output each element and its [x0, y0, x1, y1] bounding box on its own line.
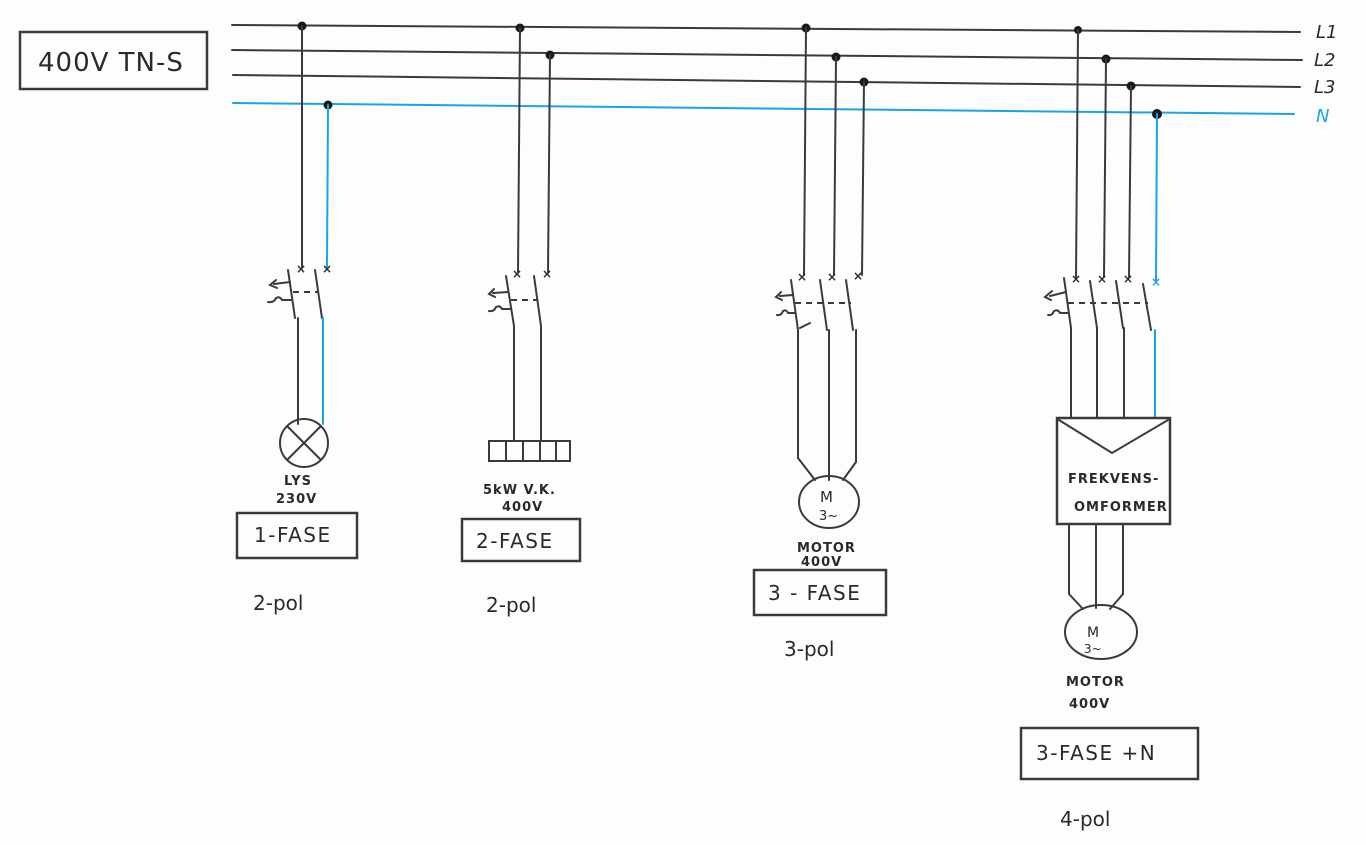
bus-label-l3: L3 — [1314, 77, 1335, 98]
svg-text:×: × — [322, 262, 332, 276]
svg-text:3~: 3~ — [1084, 642, 1102, 656]
converter-label: FREKVENS- — [1068, 472, 1159, 487]
load-voltage: 400V — [1069, 697, 1110, 712]
circuit-vk: × × 5kW V.K. 400V 2-FASE 2-pol — [460, 23, 582, 617]
system-title: 400V TN-S — [38, 48, 184, 78]
load-label: LYS — [284, 474, 312, 489]
lamp-symbol — [279, 418, 329, 468]
bus-n — [232, 102, 1295, 115]
breaker-2-pole: × × — [487, 267, 552, 327]
breaker-3-pole: × × × — [774, 269, 863, 331]
bus-l2 — [231, 49, 1303, 61]
svg-text:3~: 3~ — [819, 509, 838, 524]
converter-label-2: OMFORMER — [1074, 500, 1168, 515]
circuit-lys: × × LYS 230V 1-FASE 2-pol — [235, 21, 359, 615]
svg-text:×: × — [296, 262, 306, 276]
svg-text:×: × — [1097, 272, 1107, 286]
pole-label: 2-pol — [486, 593, 536, 617]
system-title-box: 400V TN-S — [18, 30, 209, 91]
svg-text:×: × — [1123, 272, 1133, 286]
load-label: MOTOR — [797, 541, 856, 556]
phase-label: 1-FASE — [254, 523, 332, 547]
load-label: 5kW V.K. — [483, 483, 556, 498]
circuit-vfd-motor: × × × × FREKVENS- OMFORMER — [1019, 26, 1200, 831]
pole-label: 2-pol — [253, 591, 303, 615]
bus-l1 — [231, 24, 1301, 33]
svg-text:M: M — [820, 488, 833, 506]
frequency-converter: FREKVENS- OMFORMER — [1055, 416, 1172, 526]
breaker-2-pole: × × — [267, 262, 332, 319]
svg-text:×: × — [797, 270, 807, 284]
load-voltage: 400V — [801, 555, 842, 570]
heater-symbol — [488, 440, 571, 462]
phase-box — [235, 511, 359, 560]
phase-box — [460, 517, 582, 563]
bus-l3 — [232, 74, 1301, 88]
pole-label: 4-pol — [1060, 807, 1110, 831]
svg-text:×: × — [827, 270, 837, 284]
bus-label-l1: L1 — [1316, 22, 1337, 43]
bus-label-n: N — [1316, 106, 1329, 127]
phase-box — [1019, 726, 1200, 781]
bus-label-l2: L2 — [1314, 50, 1335, 71]
load-label: MOTOR — [1066, 675, 1125, 690]
phase-box — [752, 568, 888, 617]
load-voltage: 230V — [276, 492, 317, 507]
svg-text:×: × — [1071, 272, 1081, 286]
svg-text:×: × — [542, 267, 552, 281]
breaker-4-pole: × × × × — [1043, 272, 1161, 331]
circuit-motor: × × × M 3~ MOTOR 400V 3 - FASE 3-pol — [752, 23, 888, 661]
phase-label: 3 - FASE — [768, 581, 861, 605]
motor-symbol: M 3~ — [798, 475, 860, 529]
svg-text:×: × — [512, 267, 522, 281]
svg-text:×: × — [853, 269, 863, 283]
pole-label: 3-pol — [784, 637, 834, 661]
load-voltage: 400V — [502, 500, 543, 515]
bus-bars: L1 L2 L3 N — [231, 22, 1337, 127]
motor-symbol: M 3~ — [1064, 604, 1138, 660]
phase-label: 2-FASE — [476, 529, 554, 553]
phase-label: 3-FASE +N — [1036, 741, 1156, 765]
svg-text:M: M — [1087, 625, 1099, 641]
svg-text:×: × — [1151, 275, 1161, 289]
